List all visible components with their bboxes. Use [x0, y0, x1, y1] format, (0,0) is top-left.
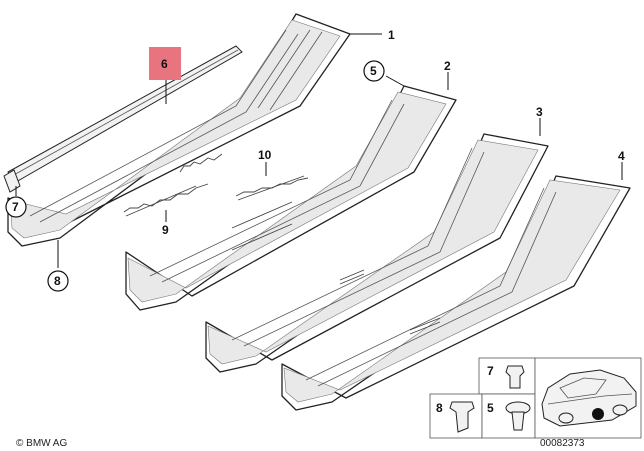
callout-6-highlighted: 6: [149, 47, 181, 80]
leader-lines: [15, 33, 623, 268]
callout-3: 3: [536, 105, 543, 119]
callout-4: 4: [618, 149, 625, 163]
clip-5-icon: [505, 401, 531, 431]
sill-plate-1: [7, 13, 351, 247]
svg-text:6: 6: [161, 57, 168, 71]
callout-10: 10: [258, 148, 272, 162]
clip-8-icon: [449, 401, 475, 433]
svg-text:8: 8: [54, 274, 61, 288]
callout-7: 7: [5, 196, 27, 218]
callout-9: 9: [162, 223, 169, 237]
svg-text:7: 7: [12, 200, 19, 214]
svg-text:8: 8: [436, 401, 443, 415]
svg-text:5: 5: [487, 401, 494, 415]
svg-text:5: 5: [370, 64, 377, 78]
svg-text:2: 2: [444, 59, 451, 73]
sill-plate-2: [125, 85, 457, 311]
svg-text:9: 9: [162, 223, 169, 237]
svg-text:3: 3: [536, 105, 543, 119]
trim-strip-6: [3, 45, 243, 193]
svg-text:4: 4: [618, 149, 625, 163]
callout-8: 8: [47, 270, 69, 292]
diagram-number: 00082373: [540, 438, 585, 449]
callout-5: 5: [363, 60, 385, 82]
clip-7-icon: [505, 365, 525, 389]
location-marker-icon: [592, 408, 604, 420]
inset-car: 00082373: [534, 357, 642, 449]
emblem-9: [123, 183, 209, 217]
brand-copyright: © BMW AG: [16, 438, 67, 449]
car-icon: [541, 369, 637, 427]
sill-plate-3: [205, 133, 549, 373]
inset-clips: 7 8 5: [429, 357, 536, 439]
svg-text:10: 10: [258, 148, 272, 162]
sill-plate-4: [281, 175, 631, 411]
svg-text:7: 7: [487, 364, 494, 378]
callout-2: 2: [444, 59, 451, 73]
callout-1: 1: [388, 28, 395, 42]
svg-text:1: 1: [388, 28, 395, 42]
emblem-10: [235, 175, 309, 201]
